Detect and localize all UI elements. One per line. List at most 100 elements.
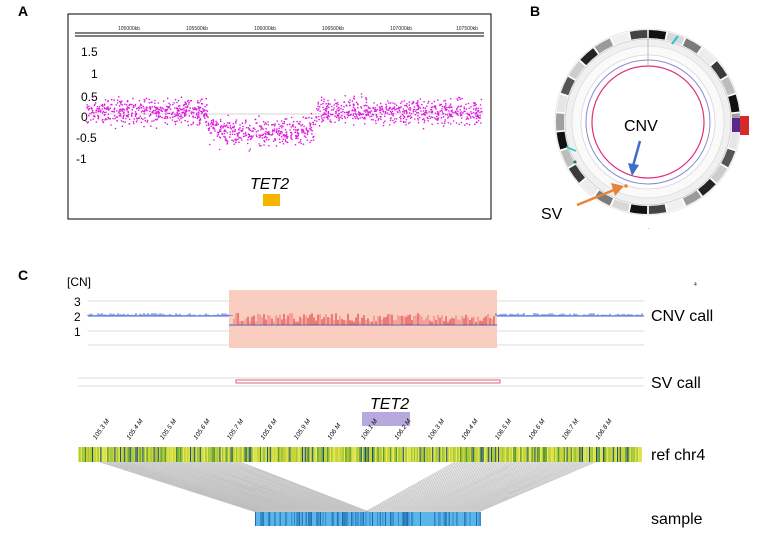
scatter-point [209,143,211,146]
scatter-point [165,113,167,115]
scatter-point [177,99,180,102]
ideogram-segment [611,32,630,45]
ref-label-site [457,447,459,462]
ref-label-site [300,447,302,462]
alignment-line [444,461,554,513]
ref-label-site [163,447,165,462]
circos-red-segment [740,116,749,135]
scatter-point [397,111,399,113]
scatter-point [434,117,436,119]
ref-label-site [103,447,105,462]
ref-label-site [575,447,576,462]
ref-label-site [589,447,590,462]
ref-label-site [436,447,438,462]
ref-label-site [636,447,638,462]
scatter-point [156,119,158,121]
alignment-line [118,461,271,513]
scatter-point [475,103,477,106]
scatter-point [310,117,313,119]
scatter-point [201,111,203,114]
scatter-point [214,130,216,132]
scatter-point [240,137,242,139]
ref-label-site [227,447,229,462]
scatter-point [481,111,483,113]
scatter-point [207,122,210,124]
ref-label-site [120,447,121,462]
scatter-point [364,111,367,113]
ref-label-site [208,447,210,462]
scatter-point [107,117,110,120]
scatter-point [290,136,292,138]
ref-label-site [495,447,497,462]
scatter-point [165,105,168,108]
ref-coordinate-tick: 106.6 M [527,417,547,441]
scatter-point [381,105,383,108]
scatter-point [208,129,210,132]
alignment-line [183,461,324,513]
ref-label-site [545,447,547,462]
scatter-point [343,111,346,114]
scatter-point [185,109,188,111]
scatter-point [475,109,477,111]
scatter-point [435,118,437,120]
scatter-point [395,118,398,120]
scatter-point [336,101,339,104]
alignment-line [196,461,334,513]
scatter-point [479,114,481,117]
scatter-point [272,129,274,132]
ref-label-site [352,447,354,462]
scatter-point [402,108,405,110]
alignment-line [440,461,549,513]
sample-label-site [408,512,410,526]
scatter-point [428,115,431,118]
scatter-point [444,104,447,106]
scatter-point [460,111,463,113]
ref-label-site [608,447,610,462]
scatter-point [444,120,446,123]
scatter-point [109,117,111,120]
scatter-point [150,125,152,127]
scatter-point [364,104,367,107]
scatter-point [155,111,158,113]
scatter-point [270,134,273,136]
ref-label-site [474,447,476,462]
scatter-point [220,125,223,127]
scatter-point [353,97,355,99]
sample-label-site [392,512,394,526]
alignment-line [229,461,362,513]
ref-label-site [323,447,324,462]
ref-label-site [185,447,187,462]
circos-cyan-mark [671,35,679,45]
scatter-point [236,134,239,137]
sample-label-site [322,512,324,526]
sample-label-site [343,512,345,526]
scatter-point [414,114,417,116]
scatter-point [209,123,212,125]
ref-label-site [509,447,511,462]
scatter-point [401,100,403,103]
sample-label-site [369,512,371,526]
scatter-point [105,108,107,110]
scatter-point [466,116,468,118]
scatter-point [304,132,307,135]
scatter-point [424,114,427,116]
ref-label-site [202,447,204,462]
ref-label-site [486,447,488,462]
cn-tick: 2 [74,310,81,324]
alignment-line [474,461,591,513]
ref-label-site [408,447,410,462]
scatter-point [331,109,333,111]
scatter-point [247,133,250,135]
scatter-point [205,97,207,100]
scatter-point [192,123,194,125]
ref-label-site [272,447,274,462]
scatter-point [216,135,219,137]
alignment-line [151,461,299,513]
sample-label-site [331,512,333,526]
scatter-point [259,134,262,137]
scatter-point [259,144,261,147]
scatter-point [405,124,407,126]
scatter-point [381,113,383,115]
alignment-line [188,461,328,513]
scatter-point [116,120,118,122]
